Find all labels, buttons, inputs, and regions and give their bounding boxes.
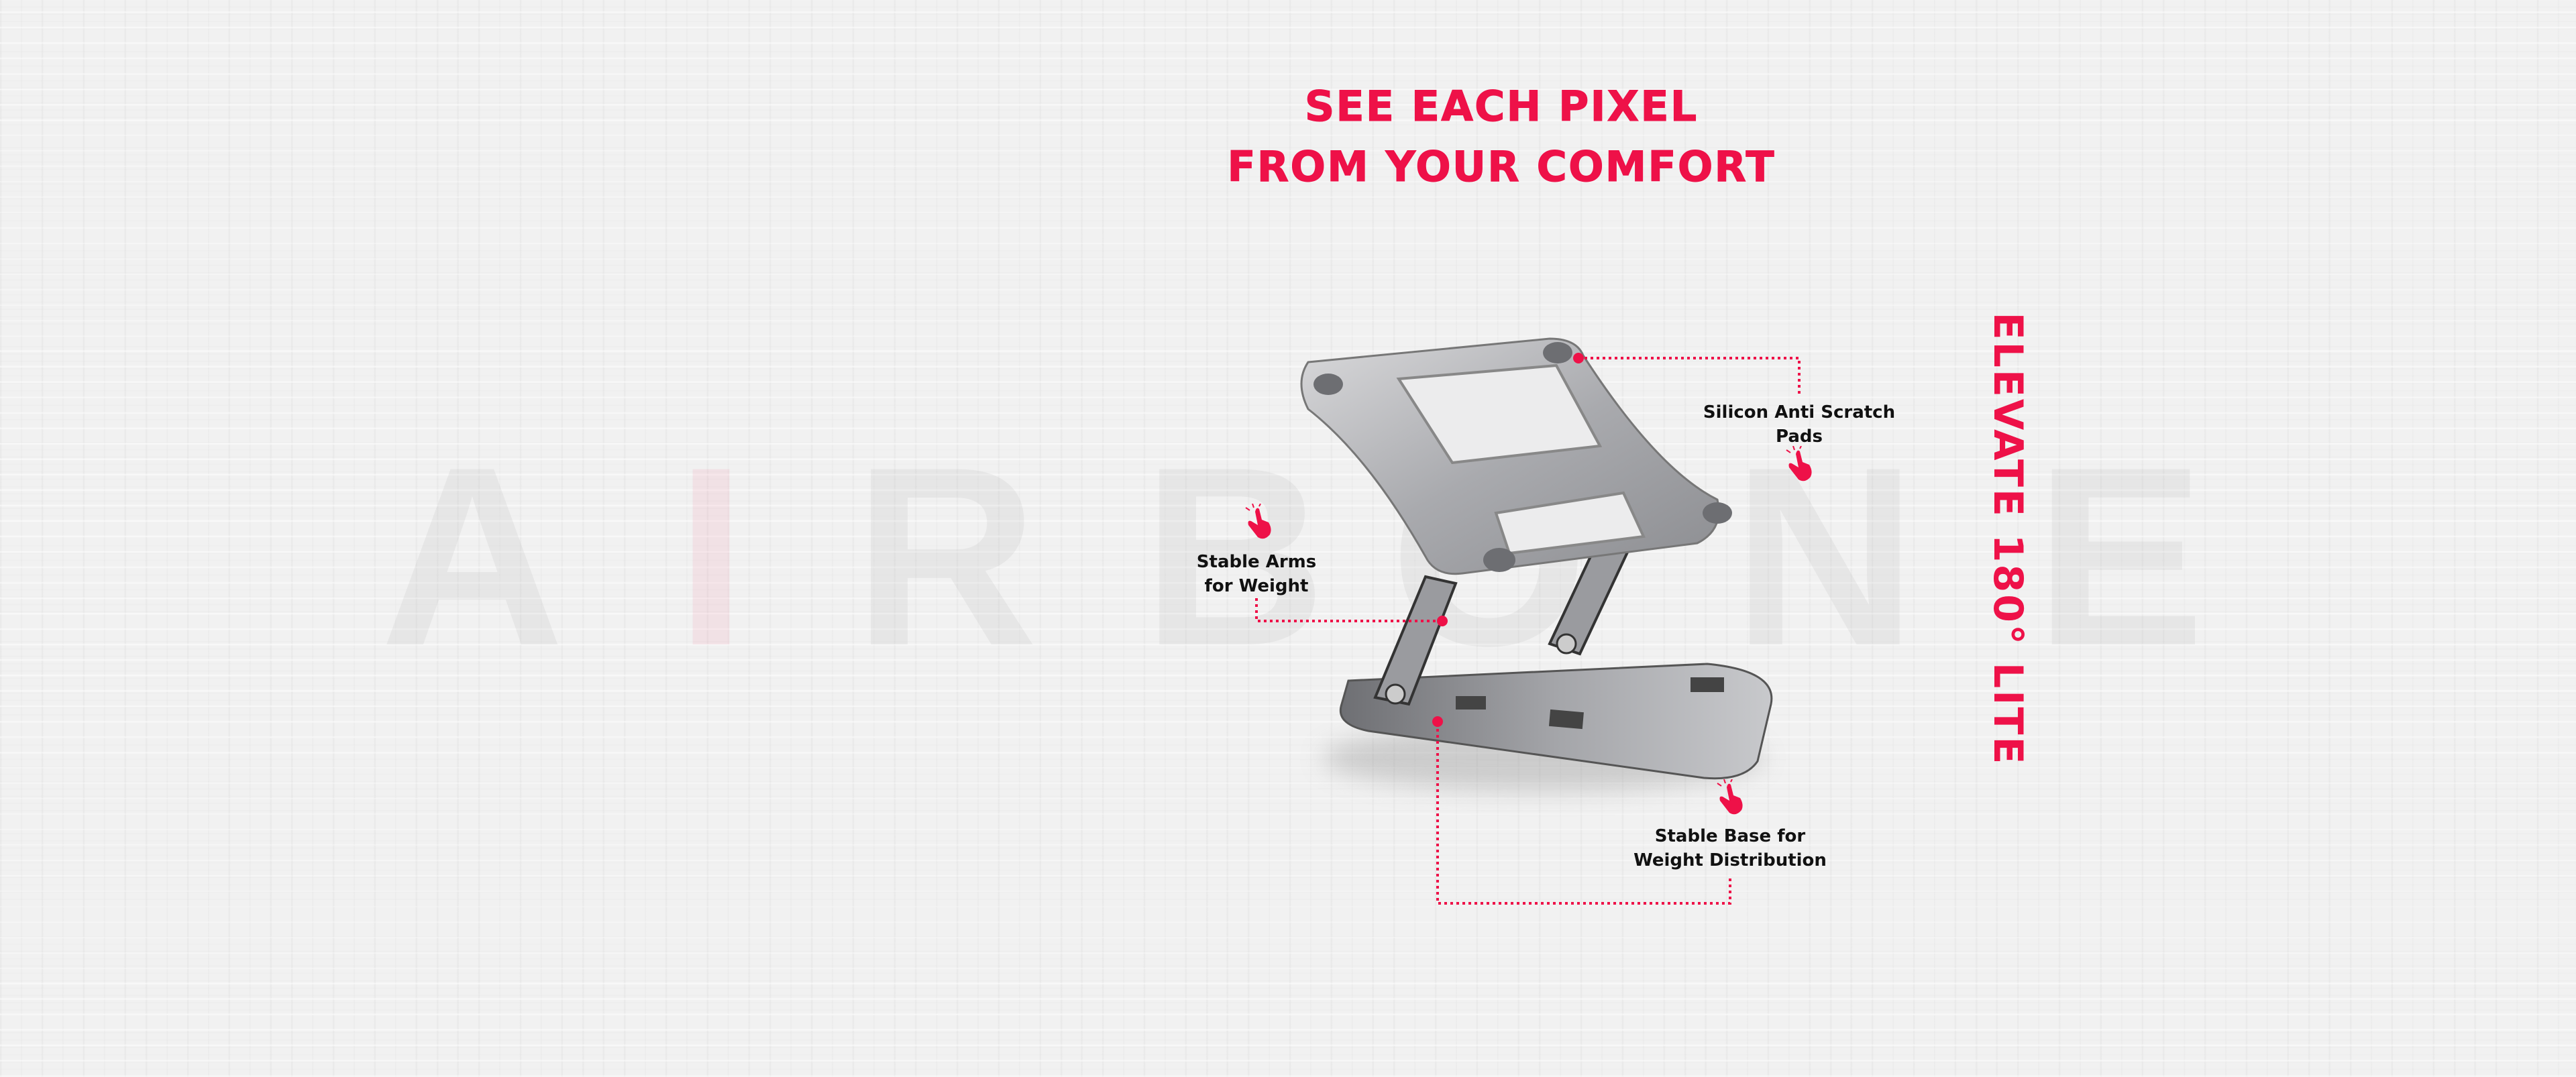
callout-line-pads <box>1578 357 1801 396</box>
callout-label-arms: Stable Arms for Weight <box>1197 550 1316 598</box>
callout-text: for Weight <box>1204 576 1309 596</box>
headline-line-2: FROM YOUR COMFORT <box>1227 142 1776 192</box>
headline-line-1: SEE EACH PIXEL <box>1304 82 1699 131</box>
hand-pointing-icon <box>1786 446 1812 481</box>
watermark-letter: I <box>676 414 747 699</box>
callout-dot <box>1432 716 1443 727</box>
callout-line-base <box>1436 723 1731 905</box>
callout-dot <box>1437 616 1448 626</box>
callout-label-pads: Silicon Anti Scratch Pads <box>1703 400 1895 449</box>
callout-text: Stable Arms <box>1196 552 1317 572</box>
hand-pointing-icon <box>1245 504 1271 539</box>
callout-dot <box>1573 353 1584 363</box>
watermark-letter: A <box>380 414 565 699</box>
watermark-letter: N <box>1732 414 1917 699</box>
callout-label-base: Stable Base for Weight Distribution <box>1633 824 1827 872</box>
hand-pointing-icon <box>1717 779 1743 815</box>
callout-text: Stable Base for <box>1654 826 1806 846</box>
watermark-letter: E <box>2035 414 2205 699</box>
callout-text: Weight Distribution <box>1633 850 1827 870</box>
callout-line-arms <box>1255 598 1441 622</box>
watermark-letter: B <box>1142 414 1327 699</box>
watermark-letter: R <box>853 414 1038 699</box>
callout-text: Silicon Anti Scratch <box>1703 402 1896 422</box>
callout-text: Pads <box>1776 427 1823 447</box>
